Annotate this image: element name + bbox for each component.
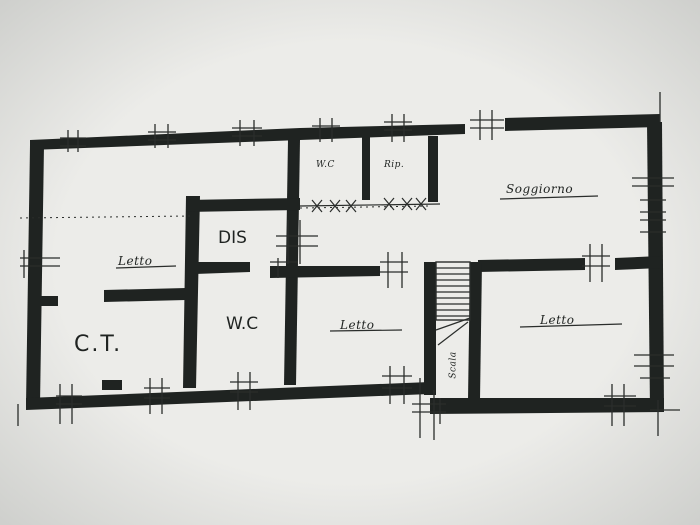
room-label-letto-top: Letto [118,254,153,268]
room-label-soggiorno: Soggiorno [506,182,574,196]
cross-marks [299,197,441,213]
label-underlines [115,195,623,332]
section-line [19,215,191,219]
interior-walls [40,136,660,400]
room-label-dis: DIS [218,228,247,248]
room-label-ct: C.T. [74,332,123,357]
opening-ticks [17,92,680,440]
stair [435,261,471,346]
room-label-scala: Scala [448,351,459,379]
room-label-letto-large: Letto [540,313,575,327]
room-label-letto-small: Letto [340,318,375,332]
room-label-wc: W.C [226,314,259,334]
room-label-wc-small: W.C [316,160,335,170]
room-label-rip: Rip. [384,160,405,170]
